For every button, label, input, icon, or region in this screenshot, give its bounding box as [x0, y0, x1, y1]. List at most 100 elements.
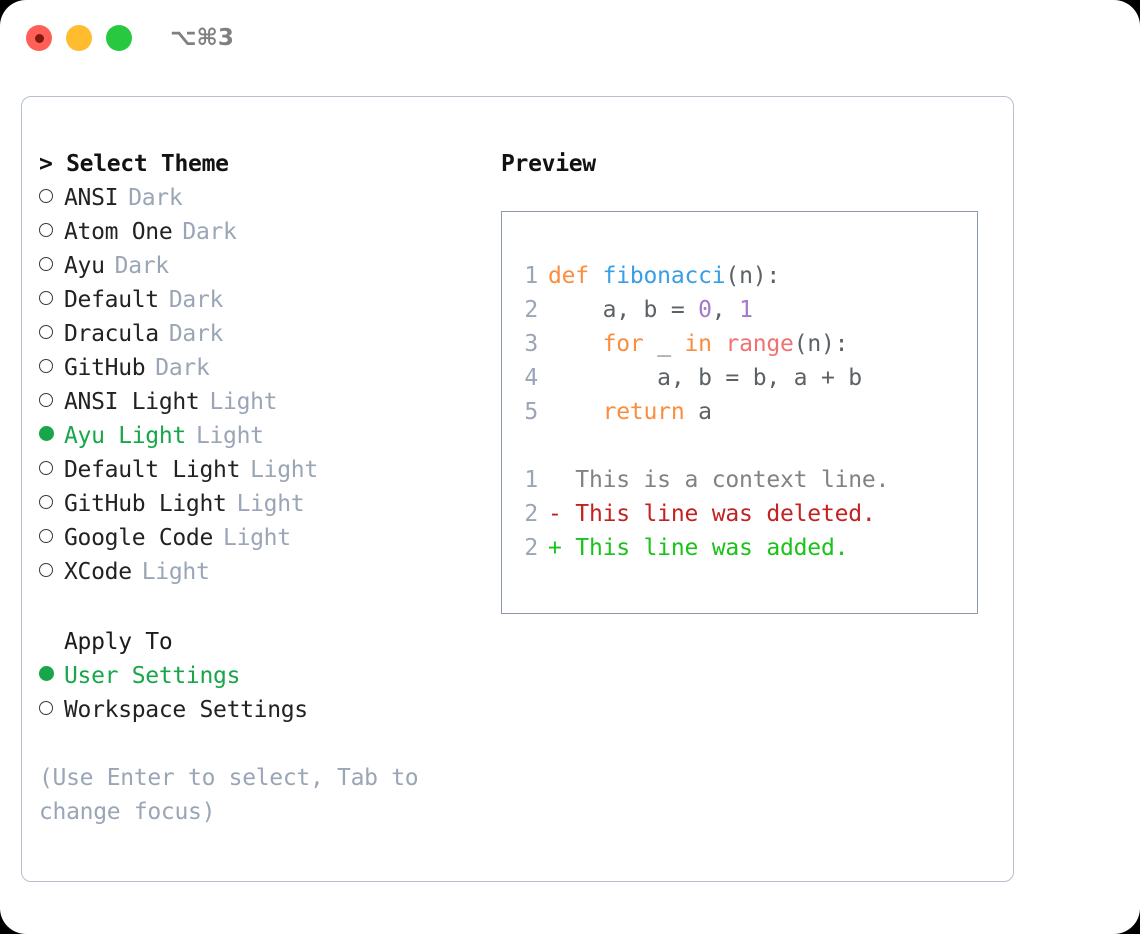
- theme-option-2[interactable]: Ayu Dark: [39, 249, 492, 283]
- theme-option-label: Dracula: [64, 321, 159, 347]
- radio-empty-icon: [39, 487, 64, 521]
- code-token: [712, 331, 726, 357]
- diff-text: - This line was deleted.: [548, 501, 876, 527]
- line-number: 1: [524, 263, 538, 289]
- code-token: _: [643, 331, 685, 357]
- radio-empty-icon: [39, 283, 64, 317]
- code-token: return: [602, 399, 685, 425]
- preview-title: Preview: [501, 151, 596, 177]
- theme-option-6[interactable]: ANSI Light Light: [39, 385, 492, 419]
- theme-option-label: Google Code: [64, 525, 214, 551]
- line-number: 2: [524, 535, 538, 561]
- radio-selected-icon: [39, 659, 64, 693]
- code-token: [548, 399, 603, 425]
- theme-option-label: ANSI: [64, 185, 119, 211]
- radio-empty-icon: [39, 453, 64, 487]
- radio-empty-icon: [39, 385, 64, 419]
- code-token: ,: [711, 297, 740, 323]
- radio-selected-icon: [39, 419, 64, 453]
- code-diff-spacer: [516, 429, 977, 463]
- theme-option-3[interactable]: Default Dark: [39, 283, 492, 317]
- keyboard-hint-text: (Use Enter to select, Tab to change focu…: [39, 765, 419, 825]
- code-line: 2 a, b = 0, 1: [516, 293, 977, 327]
- theme-kind-label: Dark: [182, 219, 237, 245]
- radio-empty-icon: [39, 555, 64, 589]
- theme-option-label: ANSI Light: [64, 389, 200, 415]
- code-token: a: [684, 399, 712, 425]
- theme-option-10[interactable]: Google Code Light: [39, 521, 492, 555]
- diff-text: This is a context line.: [548, 467, 890, 493]
- code-token: (n):: [793, 331, 849, 357]
- theme-kind-label: Dark: [168, 287, 224, 313]
- apply-option-label: Workspace Settings: [64, 697, 308, 723]
- code-token: fibonacci: [602, 263, 726, 289]
- theme-kind-label: Light: [141, 559, 210, 585]
- apply-option-1[interactable]: Workspace Settings: [39, 693, 492, 727]
- theme-kind-label: Dark: [114, 253, 170, 279]
- theme-kind-label: Light: [223, 525, 291, 551]
- theme-option-label: Default: [64, 287, 159, 313]
- theme-kind-label: Dark: [155, 355, 210, 381]
- code-token: for: [602, 331, 644, 357]
- diff-line: 2 - This line was deleted.: [516, 497, 977, 531]
- theme-kind-label: Dark: [168, 321, 224, 347]
- diff-line: 1 This is a context line.: [516, 463, 977, 497]
- theme-option-label: XCode: [64, 559, 132, 585]
- theme-kind-label: Light: [250, 457, 318, 483]
- code-token: [548, 331, 603, 357]
- code-token: def: [548, 263, 603, 289]
- theme-option-7[interactable]: Ayu Light Light: [39, 419, 492, 453]
- line-number: 2: [524, 501, 538, 527]
- radio-empty-icon: [39, 521, 64, 555]
- code-line: 4 a, b = b, a + b: [516, 361, 977, 395]
- window-controls: [26, 25, 132, 51]
- code-line: 3 for _ in range(n):: [516, 327, 977, 361]
- apply-option-label: User Settings: [64, 663, 241, 689]
- apply-option-0[interactable]: User Settings: [39, 659, 492, 693]
- title-bar: ⌥⌘3: [0, 0, 1140, 76]
- theme-option-11[interactable]: XCode Light: [39, 555, 492, 589]
- theme-kind-label: Light: [195, 423, 264, 449]
- select-theme-header: > Select Theme: [39, 151, 229, 177]
- line-number: 4: [524, 365, 538, 391]
- code-token: in: [684, 331, 712, 357]
- apply-to-header: Apply To: [64, 629, 173, 655]
- close-button[interactable]: [26, 25, 52, 51]
- code-token: a, b = b, a + b: [548, 365, 862, 391]
- diff-sample: 1 This is a context line. 2 - This line wa…: [516, 463, 977, 565]
- theme-option-9[interactable]: GitHub Light Light: [39, 487, 492, 521]
- minimize-button[interactable]: [66, 25, 92, 51]
- radio-empty-icon: [39, 249, 64, 283]
- theme-option-label: GitHub Light: [64, 491, 227, 517]
- theme-option-1[interactable]: Atom One Dark: [39, 215, 492, 249]
- theme-option-5[interactable]: GitHub Dark: [39, 351, 492, 385]
- theme-option-label: Ayu: [64, 253, 105, 279]
- radio-empty-icon: [39, 181, 64, 215]
- theme-option-label: GitHub: [64, 355, 146, 381]
- diff-line: 2 + This line was added.: [516, 531, 977, 565]
- code-token: range: [725, 331, 794, 357]
- code-line: 5 return a: [516, 395, 977, 429]
- theme-option-label: Atom One: [64, 219, 173, 245]
- theme-kind-label: Light: [209, 389, 278, 415]
- maximize-button[interactable]: [106, 25, 132, 51]
- theme-kind-label: Light: [236, 491, 305, 517]
- theme-option-label: Ayu Light: [64, 423, 186, 449]
- diff-text: + This line was added.: [548, 535, 849, 561]
- radio-empty-icon: [39, 317, 64, 351]
- section-spacer: [39, 589, 492, 625]
- keyboard-shortcut-label: ⌥⌘3: [170, 25, 234, 51]
- theme-option-4[interactable]: Dracula Dark: [39, 317, 492, 351]
- radio-empty-icon: [39, 215, 64, 249]
- radio-empty-icon: [39, 693, 64, 727]
